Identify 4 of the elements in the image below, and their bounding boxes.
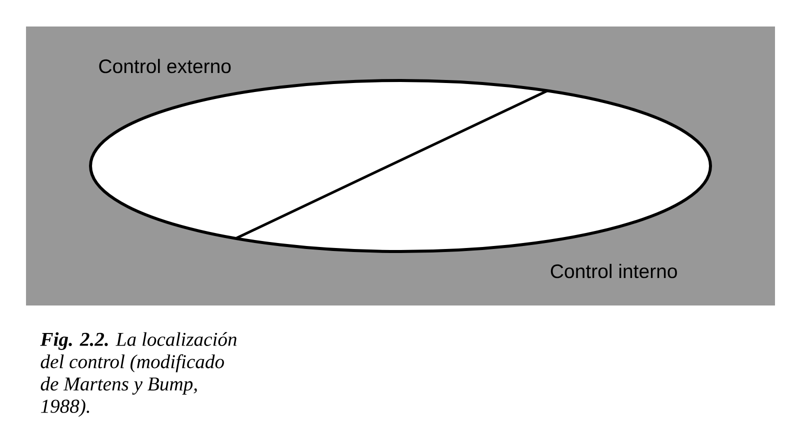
region-label: Control externo (99, 58, 231, 74)
ellipse (89, 79, 712, 253)
figure-caption: Fig. 2.2. La localización del control (modificado de Martens y Bump, 1988). (40, 332, 236, 417)
region-label: Control interno (550, 264, 677, 278)
